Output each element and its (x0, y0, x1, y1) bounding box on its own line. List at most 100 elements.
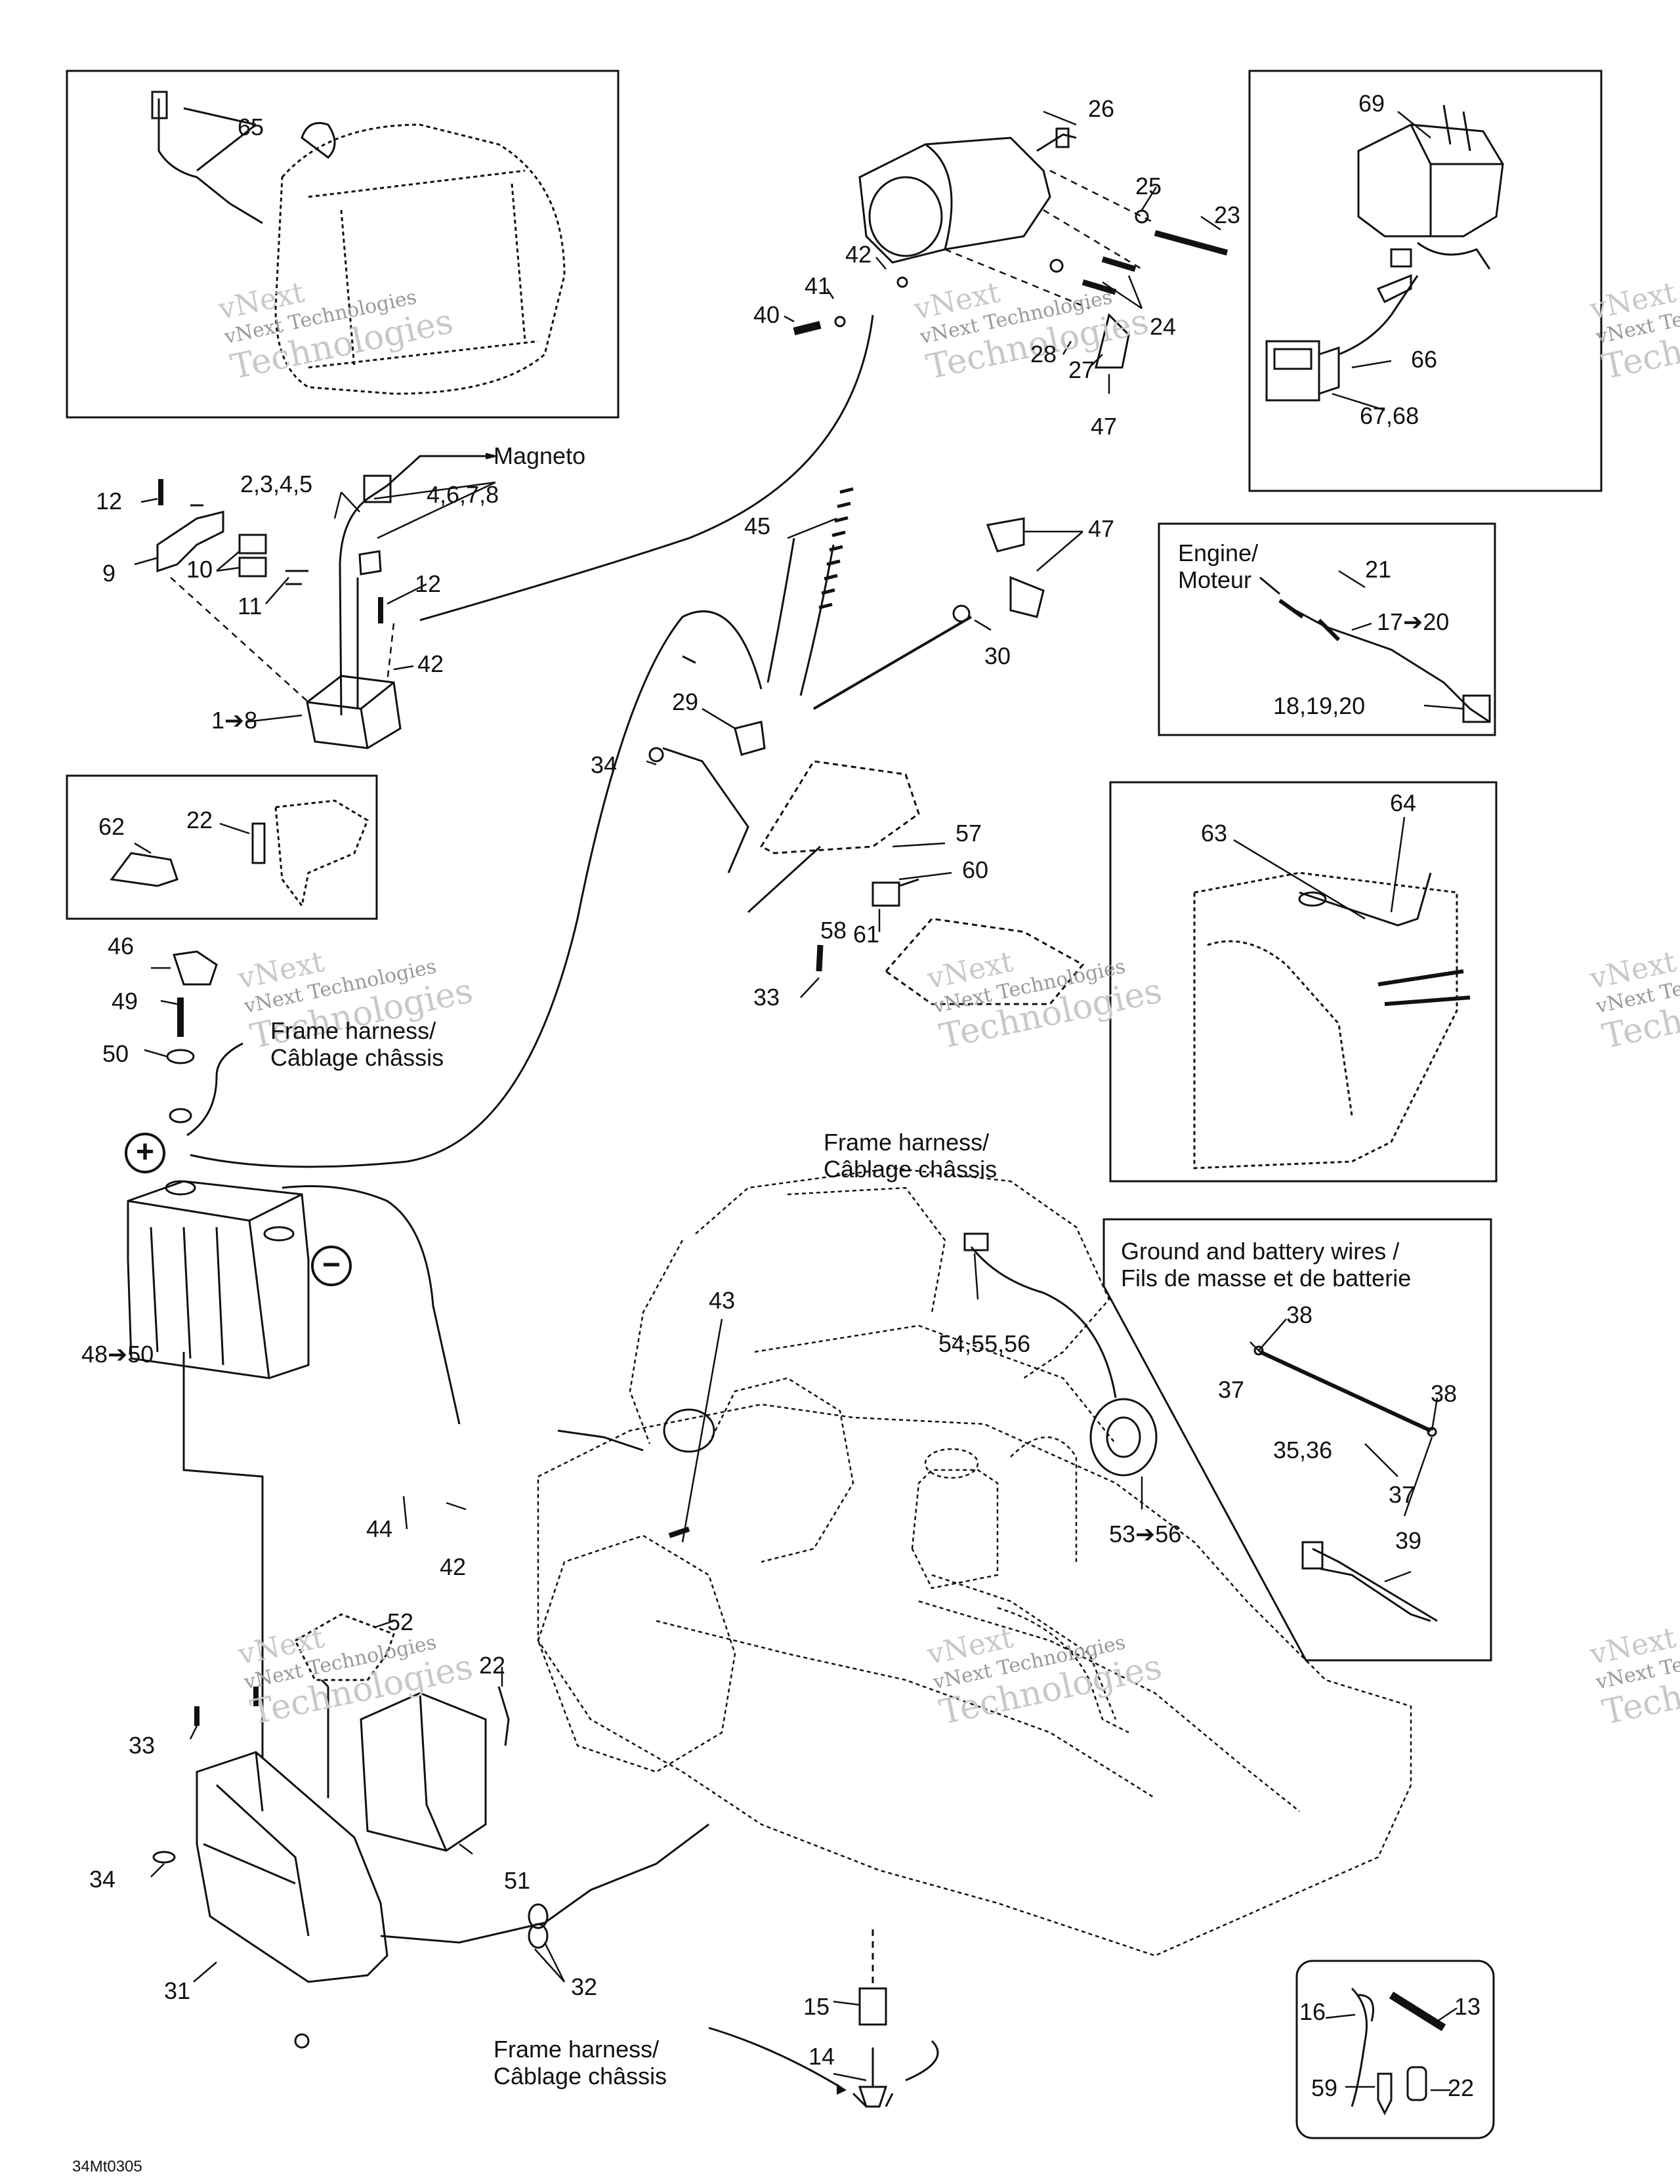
drawing-code: 34Mt0305 (72, 2158, 142, 2175)
callout: 44 (366, 1515, 393, 1542)
callout: 37 (1218, 1376, 1245, 1403)
callout: 42 (417, 650, 444, 677)
engine (537, 1377, 1129, 1773)
callout: 37 (1389, 1481, 1416, 1508)
callout: 62 (98, 813, 125, 840)
callout: 34 (89, 1866, 116, 1893)
caption-ground-wires: Ground and battery wires / Fils de masse… (1121, 1238, 1412, 1292)
strap-22 (497, 1686, 510, 1746)
callout: 64 (1390, 789, 1417, 816)
callout: 11 (238, 593, 262, 620)
callout: 34 (591, 751, 618, 778)
airbox (274, 123, 566, 395)
boot-46 (173, 950, 218, 986)
starter-motor (858, 127, 1077, 264)
regulator-bracket (156, 504, 224, 573)
airbox-sensor (158, 98, 263, 224)
callout: 22 (186, 807, 213, 833)
callout: 41 (805, 272, 831, 299)
frame-harness-arrow-3 (708, 2026, 841, 2088)
callout: 65 (238, 114, 264, 140)
regulator (306, 675, 402, 749)
callout: 59 (1311, 2074, 1338, 2101)
callout: 14 (808, 2043, 835, 2070)
temp-sensor (1282, 602, 1490, 723)
callout: 43 (709, 1287, 736, 1314)
callout: 40 (753, 301, 780, 328)
callout: 25 (1135, 173, 1162, 200)
callout: 15 (803, 1993, 830, 2020)
callout: 69 (1358, 90, 1385, 117)
callout: 35,36 (1273, 1437, 1333, 1463)
callout: 23 (1214, 201, 1241, 228)
caption-frame-harness: Frame harness/ Câblage châssis (824, 1129, 998, 1183)
crimper-39 (1312, 1547, 1438, 1622)
callout: 49 (112, 988, 138, 1015)
wire-54-56 (970, 1246, 1117, 1398)
callout: 54,55,56 (938, 1330, 1031, 1357)
positive-terminal-icon: + (125, 1133, 165, 1173)
sleeve-22 (1406, 2066, 1427, 2101)
callout: 48➔50 (81, 1341, 154, 1368)
caption-frame-harness: Frame harness/ Câblage châssis (494, 2036, 667, 2090)
harness-solenoid-cable (799, 544, 835, 696)
inset-solenoid (1248, 70, 1603, 492)
callout: 12 (415, 570, 442, 597)
callout: 58 (820, 917, 847, 944)
spring-cable (818, 487, 854, 610)
tie-16 (1351, 1987, 1374, 2107)
callout: 66 (1411, 346, 1438, 373)
starter-bolts (793, 209, 1228, 335)
airbox-sensor-plug (151, 91, 168, 119)
callout: 47 (1091, 413, 1118, 440)
callout: 61 (853, 921, 880, 948)
rod-30 (812, 616, 973, 710)
inset-airbox (66, 70, 620, 419)
caption-frame-harness: Frame harness/ Câblage châssis (270, 1017, 444, 1072)
cap-43 (663, 1408, 715, 1453)
inset-ties (1295, 1960, 1495, 2139)
callout: 46 (108, 933, 135, 959)
callout: 50 (102, 1040, 129, 1067)
callout: 39 (1395, 1527, 1422, 1554)
solenoid-connector (1265, 340, 1340, 402)
callout: 17➔20 (1377, 608, 1450, 635)
clip-59 (1377, 2072, 1393, 2116)
callout: 33 (129, 1732, 156, 1759)
callout: 60 (962, 856, 989, 883)
callout: 52 (387, 1608, 414, 1635)
callout: 51 (504, 1867, 531, 1894)
callout: 63 (1201, 820, 1228, 847)
ground-wire-35-36 (1259, 1350, 1432, 1433)
chassis (537, 1167, 1412, 1957)
starter-boot-47 (1095, 313, 1130, 369)
callout: 27 (1068, 356, 1095, 383)
callout: 57 (956, 820, 982, 847)
harness-battery-neg (282, 1185, 461, 1425)
callout: 21 (1365, 556, 1392, 583)
rod-32 (380, 1823, 709, 1944)
callout: 10 (186, 556, 213, 583)
inset-ground-wires (1102, 1218, 1492, 1662)
caption-magneto: Magneto (494, 442, 586, 469)
callout: 31 (164, 1977, 191, 2004)
callout: 16 (1299, 1998, 1326, 2025)
conduit-13 (1389, 1991, 1446, 2032)
fuel-tank (1193, 872, 1458, 1169)
callout: 38 (1431, 1380, 1458, 1407)
callout: 67,68 (1360, 402, 1419, 429)
boots-47 (986, 517, 1045, 618)
callout: 22 (1448, 2074, 1475, 2101)
callout: 26 (1088, 95, 1115, 122)
callout: 47 (1088, 515, 1115, 542)
harness-battery-loop (190, 610, 763, 1168)
battery (127, 1180, 310, 1379)
callout: 42 (845, 241, 872, 268)
callout: 53➔56 (1109, 1521, 1182, 1547)
callout: 12 (96, 488, 123, 514)
harness-regulator-to-starter (419, 314, 874, 621)
callout: 9 (102, 560, 116, 587)
callout: 42 (440, 1553, 467, 1580)
callout: 18,19,20 (1273, 692, 1366, 719)
